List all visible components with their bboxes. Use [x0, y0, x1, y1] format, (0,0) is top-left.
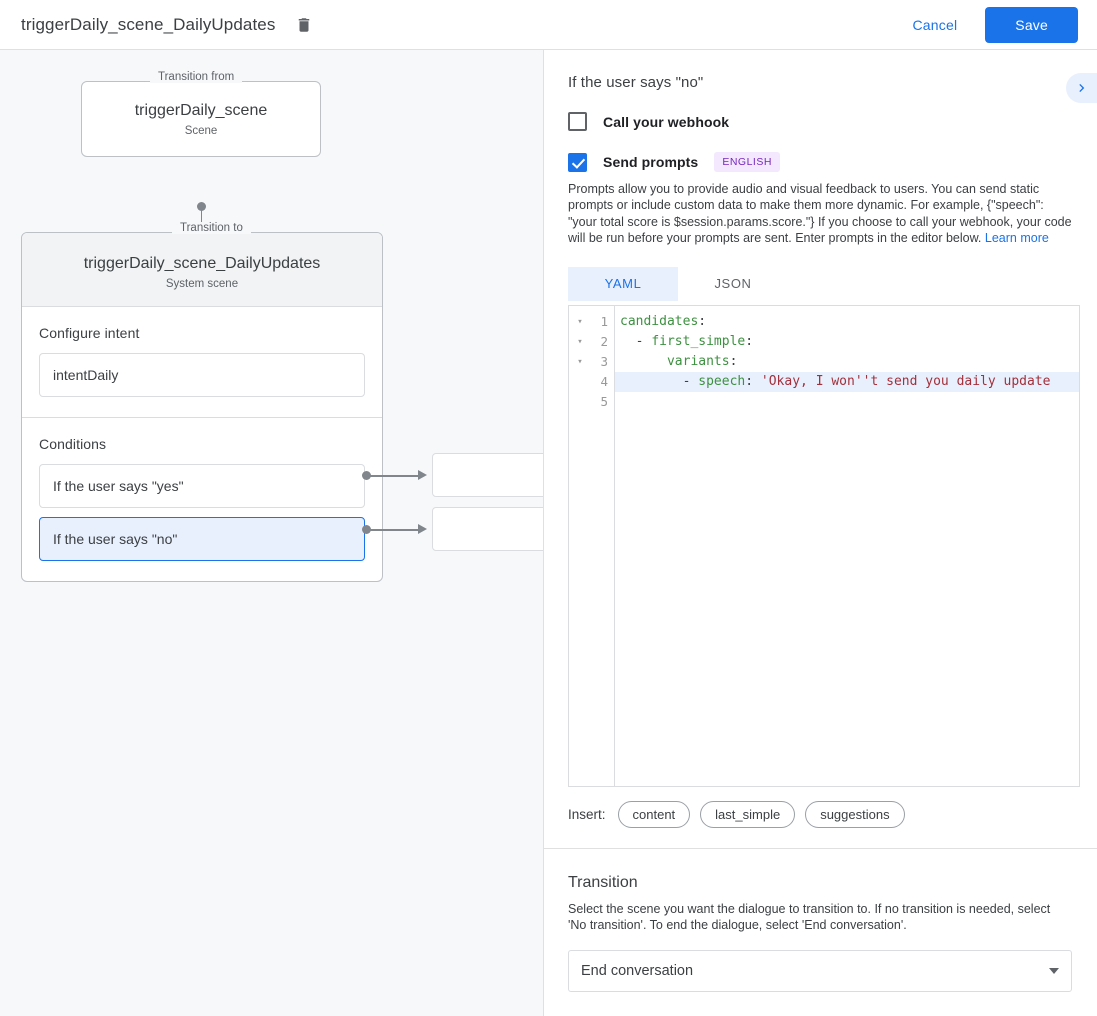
tab-json[interactable]: JSON [714, 276, 752, 292]
node-to-header: triggerDaily_scene_DailyUpdates System s… [22, 233, 382, 307]
collapse-panel-button[interactable] [1066, 73, 1097, 103]
condition-yes-line [369, 475, 421, 477]
save-button[interactable]: Save [985, 6, 1078, 43]
line-number: 1 [600, 314, 608, 330]
scene-graph-canvas[interactable]: triggerDaily_scene Scene Transition from… [0, 50, 543, 1016]
panel-body: Call your webhook Send prompts ENGLISH P… [544, 112, 1097, 993]
fold-triangle-icon[interactable]: ▾ [577, 336, 583, 347]
language-badge: ENGLISH [714, 152, 780, 172]
transition-description: Select the scene you want the dialogue t… [568, 901, 1051, 933]
call-webhook-checkbox[interactable] [568, 112, 587, 131]
call-webhook-label: Call your webhook [603, 113, 730, 130]
panel-header: If the user says "no" [544, 50, 1097, 91]
editor-line-number: 5 [569, 392, 614, 412]
send-prompts-checkbox[interactable] [568, 152, 587, 172]
learn-more-link[interactable]: Learn more [984, 231, 1049, 246]
page-title: triggerDaily_scene_DailyUpdates [21, 14, 276, 34]
code-token: 'Okay, I won''t send you daily update [760, 373, 1051, 389]
legend-transition-to: Transition to [172, 222, 251, 234]
node-to-name: triggerDaily_scene_DailyUpdates [83, 255, 321, 272]
fold-triangle-icon[interactable]: ▾ [577, 316, 583, 327]
condition-item-no[interactable]: If the user says "no" [39, 517, 365, 561]
section-divider [544, 847, 1097, 849]
code-token: : [745, 373, 761, 389]
trash-icon [299, 17, 310, 32]
insert-pill-suggestions[interactable]: suggestions [805, 800, 905, 828]
line-number: 3 [600, 354, 608, 370]
editor-code-line[interactable] [615, 392, 1079, 412]
editor-code-line[interactable]: - first_simple: [615, 332, 1079, 352]
condition-yes-arrow-icon [418, 470, 427, 480]
panel-title: If the user says "no" [568, 74, 704, 91]
code-token: : [729, 353, 738, 369]
code-token: : [698, 313, 707, 329]
node-transition-from[interactable]: triggerDaily_scene Scene [81, 81, 321, 157]
configure-intent-section: Configure intent intentDaily [22, 307, 382, 418]
tab-yaml[interactable]: YAML [568, 266, 678, 301]
condition-no-dot [362, 525, 371, 534]
line-number: 2 [600, 334, 608, 350]
node-to-type: System scene [165, 278, 239, 290]
transition-select-value: End conversation [581, 963, 694, 980]
editor-code-line[interactable]: candidates: [615, 312, 1079, 332]
code-token: - [620, 333, 652, 349]
code-token: candidates [620, 313, 699, 329]
configure-intent-label: Configure intent [39, 325, 140, 341]
transition-select[interactable]: End conversation [568, 950, 1072, 993]
condition-yes-dot [362, 471, 371, 480]
cancel-button[interactable]: Cancel [899, 8, 972, 42]
editor-code-line[interactable]: variants: [615, 352, 1079, 372]
node-from-name: triggerDaily_scene [134, 101, 268, 119]
code-token: : [745, 333, 754, 349]
delete-button[interactable] [291, 12, 317, 38]
condition-item-yes[interactable]: If the user says "yes" [39, 464, 365, 508]
send-prompts-row[interactable]: Send prompts ENGLISH [568, 152, 1073, 172]
prompts-description-text: Prompts allow you to provide audio and v… [568, 182, 1072, 246]
editor-line-number: ▾2 [569, 332, 614, 352]
top-bar: triggerDaily_scene_DailyUpdates Cancel S… [0, 0, 1097, 50]
line-number: 4 [600, 374, 608, 390]
intent-value-box[interactable]: intentDaily [39, 353, 365, 397]
code-token [620, 354, 667, 369]
transition-title: Transition [568, 873, 638, 891]
legend-transition-from: Transition from [150, 71, 243, 83]
line-number: 5 [600, 394, 608, 410]
send-prompts-label: Send prompts [603, 154, 699, 170]
conditions-section: Conditions If the user says "yes" If the… [22, 418, 382, 581]
conditions-label: Conditions [39, 436, 107, 452]
editor-line-number: ▾3 [569, 352, 614, 372]
stub-node-no[interactable] [432, 507, 543, 551]
editor-line-number: ▾1 [569, 312, 614, 332]
node-transition-to[interactable]: triggerDaily_scene_DailyUpdates System s… [21, 232, 383, 582]
stub-node-yes[interactable] [432, 453, 543, 497]
insert-row: Insert: content last_simple suggestions [568, 800, 1073, 828]
editor-code-area[interactable]: candidates: - first_simple: variants: - … [615, 306, 1079, 786]
insert-pill-content[interactable]: content [617, 800, 691, 828]
editor-line-number: 4 [569, 372, 614, 392]
editor-format-tabs: YAML JSON [568, 266, 1073, 301]
fold-triangle-icon[interactable]: ▾ [577, 356, 583, 367]
code-token: speech [698, 373, 746, 389]
code-token: - [620, 373, 699, 389]
editor-code-line[interactable]: - speech: 'Okay, I won''t send you daily… [615, 371, 1079, 392]
webhook-row[interactable]: Call your webhook [568, 112, 1073, 131]
condition-no-arrow-icon [418, 524, 427, 534]
insert-pill-last-simple[interactable]: last_simple [700, 800, 796, 828]
node-from-type: Scene [184, 124, 218, 137]
code-token: variants [666, 353, 730, 369]
chevron-right-icon [1078, 84, 1084, 92]
chevron-down-icon [1049, 968, 1059, 975]
condition-no-line [369, 529, 421, 531]
detail-panel: If the user says "no" Call your webhook … [543, 50, 1097, 1016]
topbar-actions: Cancel Save [899, 6, 1078, 43]
code-token: first_simple [651, 333, 746, 349]
prompts-description: Prompts allow you to provide audio and v… [568, 181, 1073, 247]
insert-label: Insert: [568, 806, 606, 822]
